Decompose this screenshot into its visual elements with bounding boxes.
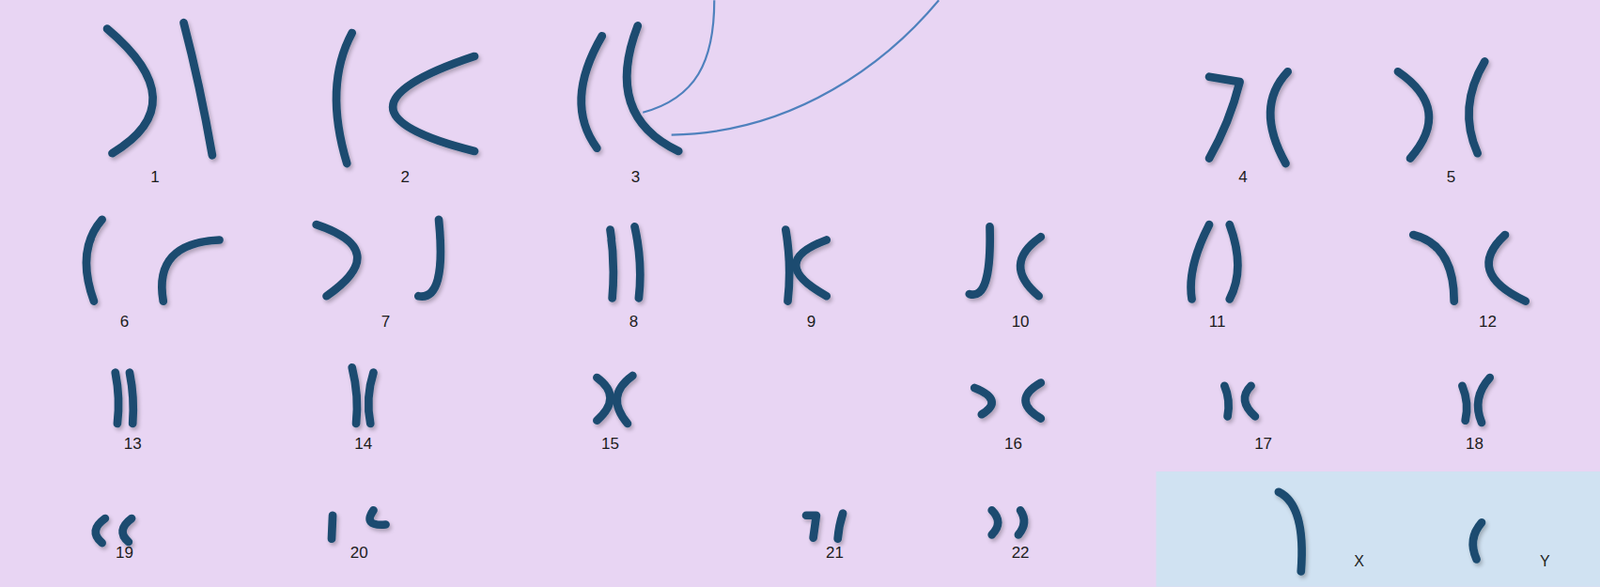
chromosome (1468, 61, 1485, 154)
chromosome (1477, 377, 1491, 423)
pointer-line (642, 0, 715, 112)
chromosome-number: 3 (631, 169, 640, 186)
pointer-lines (642, 0, 939, 135)
chromosome (1473, 522, 1482, 560)
chromosome-number: 4 (1238, 169, 1247, 186)
chromosome-number: 11 (1209, 313, 1227, 330)
chromosome (992, 510, 999, 535)
chromosome (1209, 77, 1241, 159)
chromosome (596, 377, 610, 421)
sex-chromosome-label: Y (1539, 554, 1551, 570)
chromosome-number: 13 (124, 434, 142, 451)
chromosome (974, 388, 992, 415)
chromosome (1224, 386, 1228, 418)
chromosome-number: 18 (1465, 434, 1484, 451)
sex-chromosome-label: X (1353, 554, 1365, 570)
chromosome-number: 7 (381, 313, 390, 330)
chromosome (785, 230, 790, 302)
chromosome-number: 8 (629, 313, 638, 330)
chromosome (370, 510, 387, 525)
chromosome-number: 22 (1011, 544, 1030, 561)
chromosome (352, 367, 358, 424)
chromosome (418, 219, 441, 297)
chromosome (368, 372, 373, 424)
chromosome (336, 32, 353, 164)
chromosome-number: 14 (354, 434, 373, 451)
chromosome (1244, 386, 1256, 418)
chromosome-number: 15 (601, 434, 620, 451)
chromosome (1018, 510, 1025, 535)
chromosome-number: 17 (1254, 434, 1273, 451)
chromosome (617, 375, 634, 424)
chromosome (838, 513, 843, 540)
chromosome-number: 2 (400, 169, 409, 186)
chromosome (1413, 234, 1454, 302)
sex-chromosome-panel (1156, 471, 1600, 587)
chromosome (1270, 71, 1288, 164)
chromosome-number: 12 (1478, 313, 1497, 330)
chromosome (331, 515, 333, 540)
chromosome (95, 518, 106, 544)
chromosome (806, 515, 817, 539)
chromosome (1229, 224, 1239, 299)
chromosome (581, 35, 603, 148)
pointer-line (671, 0, 940, 135)
chromosome-number: 9 (807, 313, 816, 330)
chromosome (626, 25, 679, 152)
chromosome (1191, 224, 1210, 299)
chromosome (1461, 386, 1467, 421)
chromosome-number: 21 (825, 544, 844, 561)
chromosome (1278, 492, 1303, 573)
chromosome (969, 226, 991, 295)
chromosome-number: 10 (1011, 313, 1030, 330)
chromosome (161, 239, 219, 301)
chromosome (183, 22, 212, 156)
chromosome (795, 239, 827, 296)
chromosome (123, 518, 133, 543)
chromosome (86, 219, 103, 302)
chromosome (316, 224, 358, 296)
chromosome-number: 19 (115, 544, 134, 561)
chromosome-number: 6 (120, 313, 129, 330)
chromosome (115, 372, 119, 424)
chromosome-number: 1 (150, 169, 159, 186)
chromosome (609, 230, 613, 299)
chromosome (392, 56, 475, 152)
chromosome-number: 16 (1004, 434, 1023, 451)
chromosome-number: 20 (350, 544, 369, 561)
chromosomes (86, 22, 1526, 572)
chromosome (107, 29, 154, 155)
chromosome-number: 5 (1446, 169, 1456, 186)
chromosome (1398, 71, 1430, 158)
chromosome (129, 372, 134, 424)
chromosome (1025, 383, 1041, 420)
chromosome (635, 226, 641, 298)
chromosome (1489, 234, 1526, 302)
chromosome (1020, 236, 1041, 296)
